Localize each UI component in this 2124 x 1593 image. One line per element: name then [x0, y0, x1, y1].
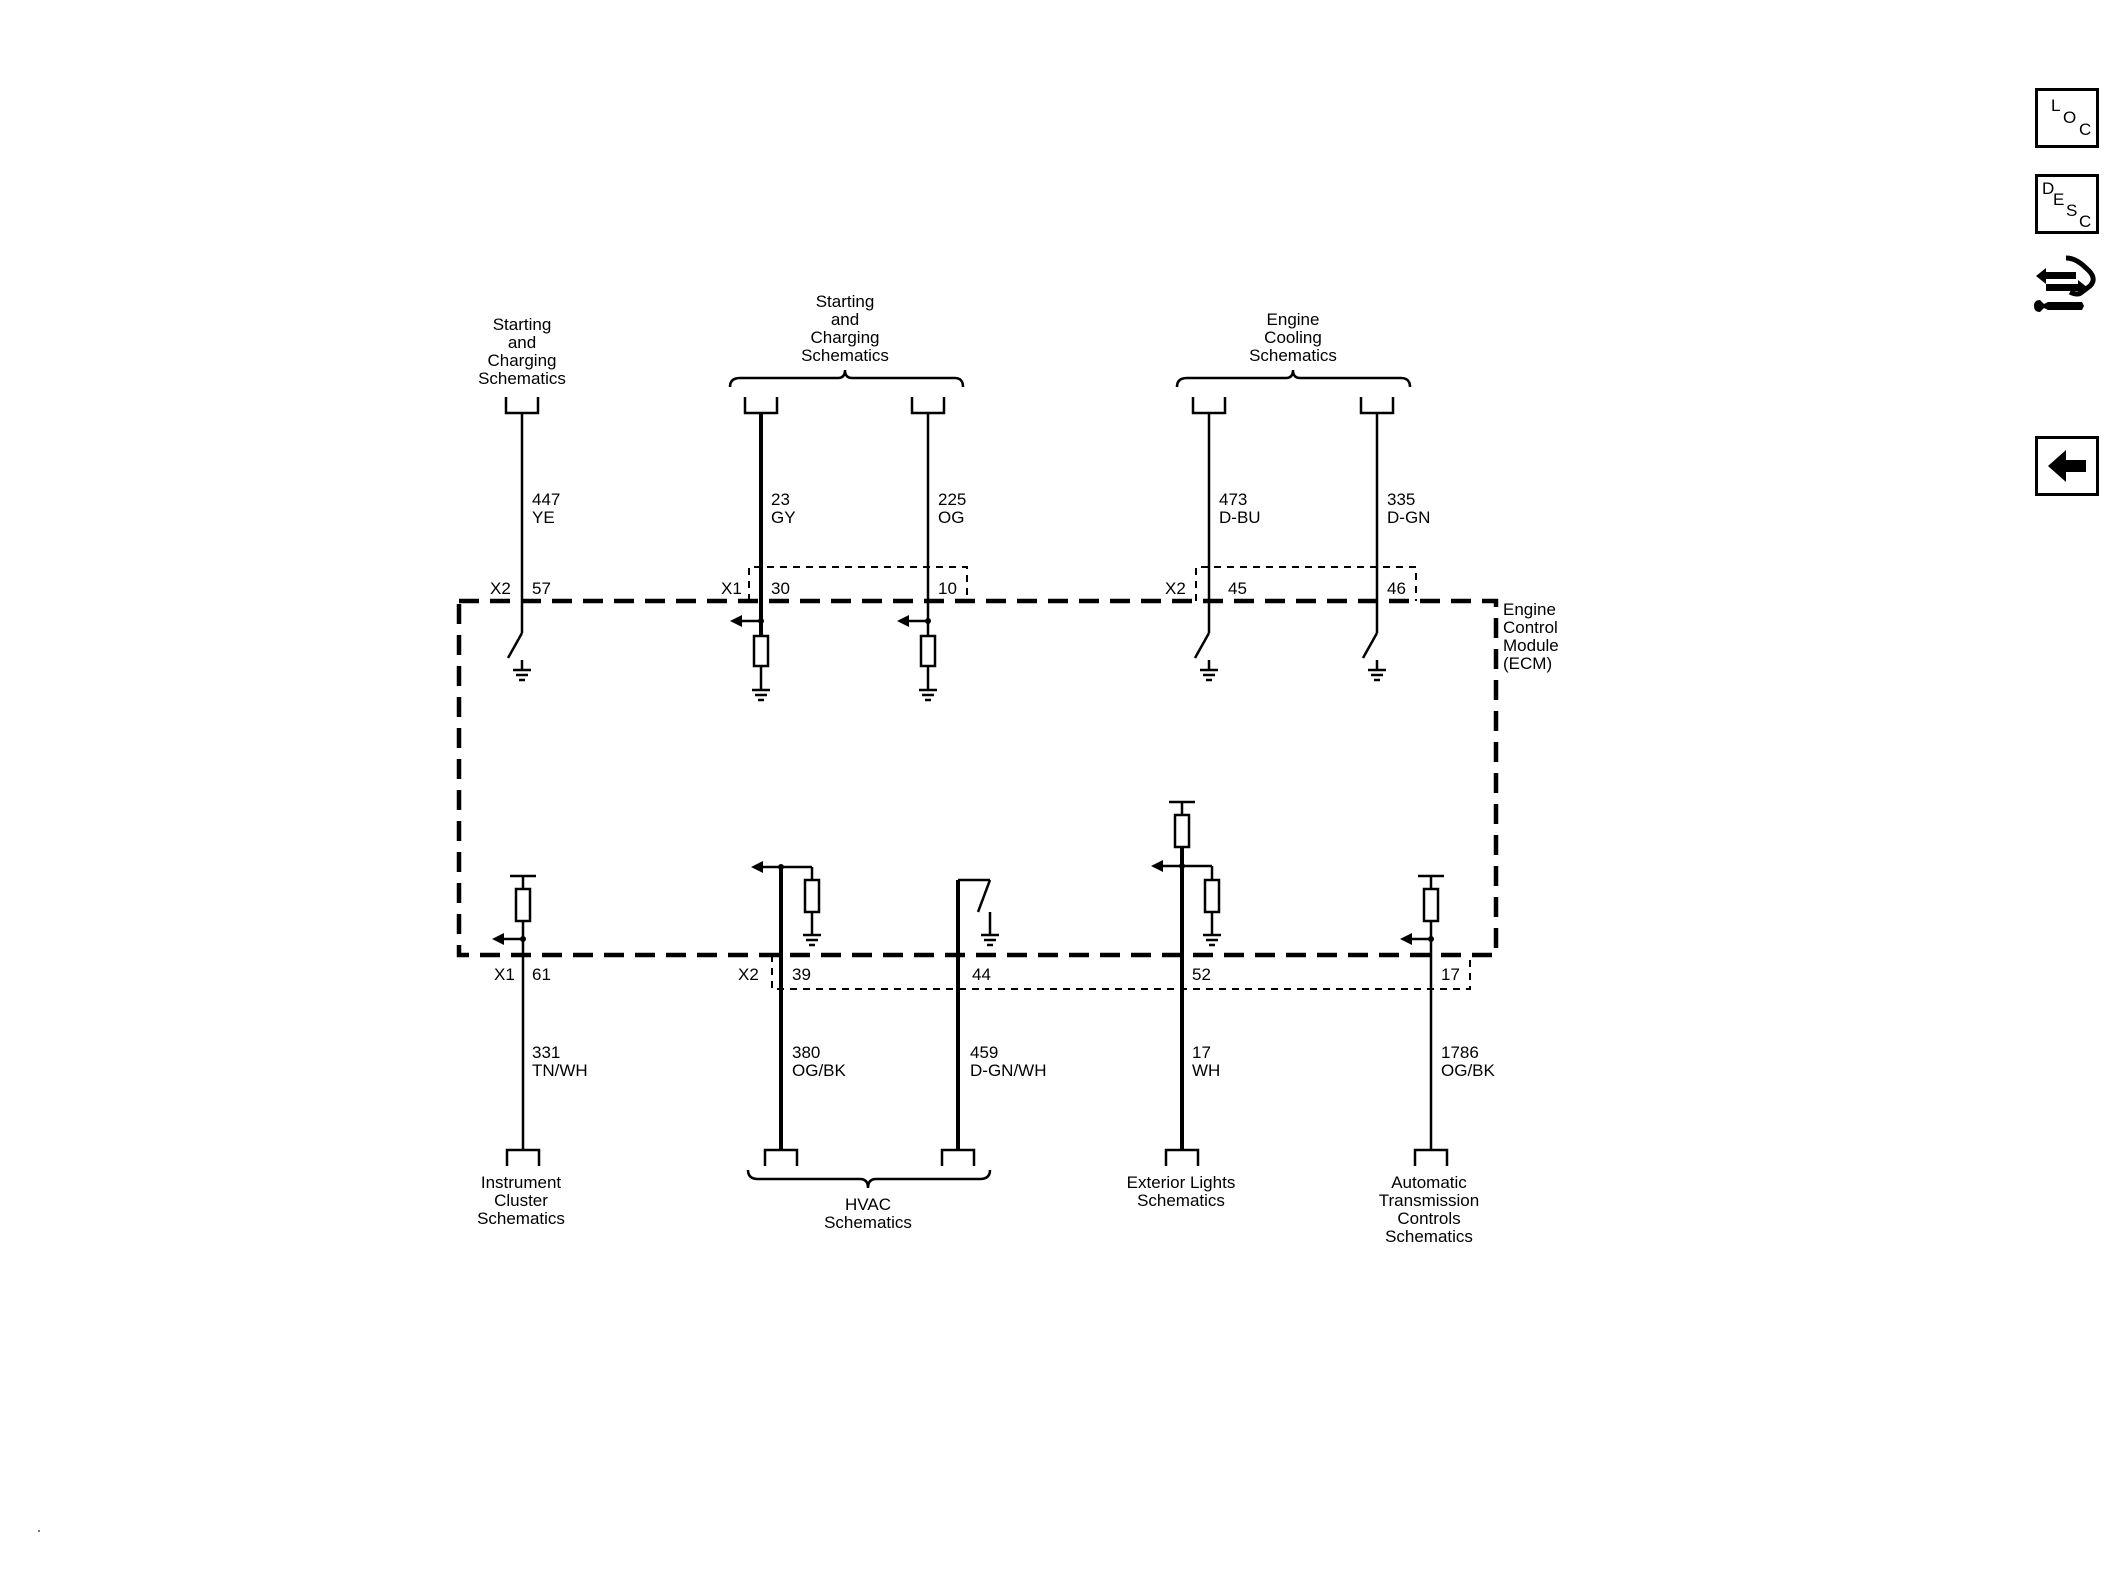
- starting-charging-label-1: Starting and Charging Schematics: [478, 315, 566, 388]
- svg-text:10: 10: [938, 579, 957, 598]
- circuit-23: 23 GY X1 30: [721, 413, 796, 702]
- svg-text:HVAC: HVAC: [845, 1195, 891, 1214]
- svg-text:Schematics: Schematics: [1385, 1227, 1473, 1246]
- circuit-447: 447 YE X2 57: [490, 413, 560, 682]
- svg-text:23: 23: [771, 490, 790, 509]
- connector-wrench-button[interactable]: [2032, 252, 2102, 332]
- svg-text:Controls: Controls: [1397, 1209, 1460, 1228]
- svg-text:380: 380: [792, 1043, 820, 1062]
- ecm-label: Engine Control Module (ECM): [1503, 600, 1559, 673]
- svg-text:Engine: Engine: [1503, 600, 1556, 619]
- svg-text:D-GN: D-GN: [1387, 508, 1430, 527]
- loc-letter-o: O: [2063, 108, 2077, 127]
- starting-charging-label-2: Starting and Charging Schematics: [801, 292, 889, 365]
- circuit-335: 335 D-GN 46: [1361, 413, 1430, 682]
- engine-cooling-label: Engine Cooling Schematics: [1249, 310, 1337, 365]
- svg-text:Exterior Lights: Exterior Lights: [1127, 1173, 1236, 1192]
- svg-text:30: 30: [771, 579, 790, 598]
- svg-text:Schematics: Schematics: [477, 1209, 565, 1228]
- svg-text:Module: Module: [1503, 636, 1559, 655]
- back-arrow-icon: [2048, 450, 2086, 482]
- svg-text:OG/BK: OG/BK: [792, 1061, 847, 1080]
- svg-text:X2: X2: [1165, 579, 1186, 598]
- location-button[interactable]: L O C: [2035, 88, 2099, 148]
- brace-engine-cooling: [1175, 369, 1412, 388]
- svg-text:Schematics: Schematics: [824, 1213, 912, 1232]
- svg-text:Charging: Charging: [488, 351, 557, 370]
- circuit-331: X1 61 331 TN/WH: [492, 874, 588, 1150]
- loc-letter-l: L: [2051, 96, 2061, 115]
- svg-text:459: 459: [970, 1043, 998, 1062]
- hvac-label: HVAC Schematics: [824, 1195, 912, 1232]
- svg-text:61: 61: [532, 965, 551, 984]
- svg-text:and: and: [508, 333, 536, 352]
- svg-text:OG/BK: OG/BK: [1441, 1061, 1496, 1080]
- svg-text:GY: GY: [771, 508, 796, 527]
- svg-text:YE: YE: [532, 508, 555, 527]
- svg-text:WH: WH: [1192, 1061, 1220, 1080]
- svg-text:and: and: [831, 310, 859, 329]
- desc-letter-c: C: [2079, 212, 2092, 231]
- desc-letter-s: S: [2066, 201, 2078, 220]
- svg-text:1786: 1786: [1441, 1043, 1479, 1062]
- svg-text:39: 39: [792, 965, 811, 984]
- svg-text:225: 225: [938, 490, 966, 509]
- brace-starting-charging: [728, 369, 965, 388]
- stray-dot: [38, 1530, 40, 1532]
- circuit-380: X2 39 380 OG/BK: [738, 861, 847, 1150]
- description-button[interactable]: D E S C: [2035, 174, 2099, 234]
- svg-text:52: 52: [1192, 965, 1211, 984]
- svg-text:Cooling: Cooling: [1264, 328, 1322, 347]
- svg-text:Transmission: Transmission: [1379, 1191, 1479, 1210]
- svg-text:TN/WH: TN/WH: [532, 1061, 588, 1080]
- svg-text:Engine: Engine: [1267, 310, 1320, 329]
- svg-text:44: 44: [972, 965, 991, 984]
- back-button[interactable]: [2035, 436, 2099, 496]
- svg-text:D-BU: D-BU: [1219, 508, 1261, 527]
- svg-text:Starting: Starting: [816, 292, 875, 311]
- brace-hvac: [746, 1169, 992, 1189]
- connector-wrench-icon: [2034, 255, 2096, 312]
- svg-text:Charging: Charging: [811, 328, 880, 347]
- desc-letter-d: D: [2042, 179, 2055, 198]
- svg-text:Starting: Starting: [493, 315, 552, 334]
- svg-text:Cluster: Cluster: [494, 1191, 548, 1210]
- svg-text:OG: OG: [938, 508, 964, 527]
- svg-text:Schematics: Schematics: [801, 346, 889, 365]
- circuit-1786: 17 1786 OG/BK: [1400, 874, 1496, 1150]
- svg-text:Schematics: Schematics: [1137, 1191, 1225, 1210]
- svg-text:45: 45: [1228, 579, 1247, 598]
- svg-text:Instrument: Instrument: [481, 1173, 562, 1192]
- circuit-459: 44 459 D-GN/WH: [956, 878, 1046, 1150]
- svg-text:X2: X2: [738, 965, 759, 984]
- desc-letter-e: E: [2053, 190, 2065, 209]
- svg-text:D-GN/WH: D-GN/WH: [970, 1061, 1046, 1080]
- circuit-17-wh: 52 17 WH: [1151, 800, 1223, 1150]
- svg-text:X2: X2: [490, 579, 511, 598]
- svg-text:Automatic: Automatic: [1391, 1173, 1467, 1192]
- svg-text:331: 331: [532, 1043, 560, 1062]
- svg-text:X1: X1: [721, 579, 742, 598]
- svg-text:335: 335: [1387, 490, 1415, 509]
- circuit-225: 225 OG 10: [897, 413, 966, 702]
- instrument-cluster-label: Instrument Cluster Schematics: [477, 1173, 565, 1228]
- circuit-473: 473 D-BU X2 45: [1165, 413, 1261, 682]
- automatic-transmission-label: Automatic Transmission Controls Schemati…: [1379, 1173, 1479, 1246]
- svg-text:473: 473: [1219, 490, 1247, 509]
- svg-text:46: 46: [1387, 579, 1406, 598]
- svg-text:17: 17: [1192, 1043, 1211, 1062]
- svg-text:X1: X1: [494, 965, 515, 984]
- ecm-boundary: [456, 598, 1499, 958]
- svg-text:(ECM): (ECM): [1503, 654, 1552, 673]
- svg-text:447: 447: [532, 490, 560, 509]
- svg-text:Schematics: Schematics: [1249, 346, 1337, 365]
- svg-text:17: 17: [1441, 965, 1460, 984]
- svg-text:Schematics: Schematics: [478, 369, 566, 388]
- exterior-lights-label: Exterior Lights Schematics: [1127, 1173, 1236, 1210]
- svg-text:57: 57: [532, 579, 551, 598]
- loc-letter-c: C: [2079, 120, 2092, 139]
- svg-text:Control: Control: [1503, 618, 1558, 637]
